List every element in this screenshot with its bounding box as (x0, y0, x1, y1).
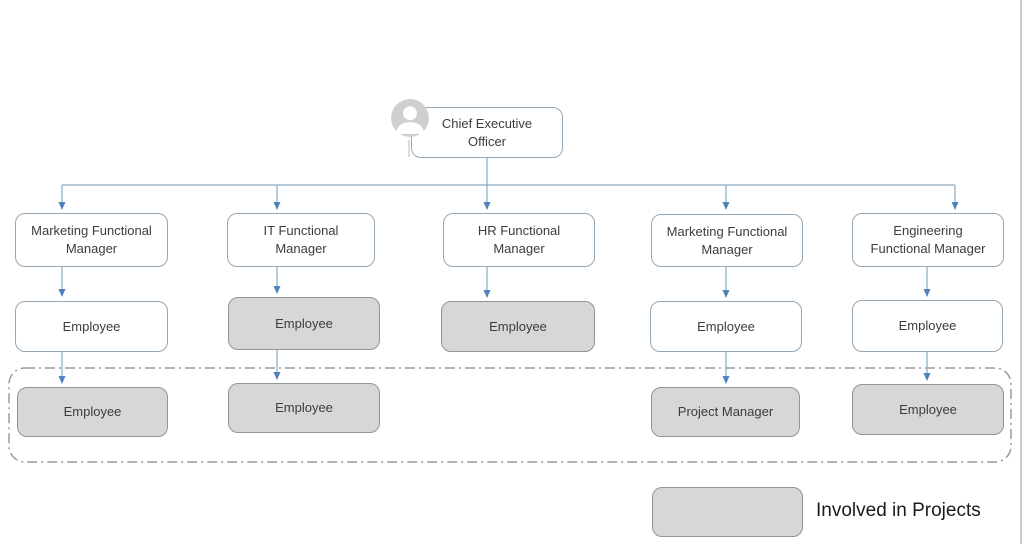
node-employee-l2-it: Employee (228, 297, 380, 350)
node-employee-l3-it: Employee (228, 383, 380, 433)
node-employee-l2-hr: Employee (441, 301, 595, 352)
legend-swatch (652, 487, 803, 537)
node-employee-l3-marketing-1: Employee (17, 387, 168, 437)
node-manager-marketing-2: Marketing Functional Manager (651, 214, 803, 267)
person-avatar-icon (391, 98, 429, 138)
node-manager-marketing-1: Marketing Functional Manager (15, 213, 168, 267)
projects-dashed-region (8, 367, 1012, 463)
node-manager-hr: HR Functional Manager (443, 213, 595, 267)
node-employee-l2-marketing-2: Employee (650, 301, 802, 352)
node-employee-l2-engineering: Employee (852, 300, 1003, 352)
node-employee-l3-engineering: Employee (852, 384, 1004, 435)
node-employee-l2-marketing-1: Employee (15, 301, 168, 352)
node-manager-it: IT Functional Manager (227, 213, 375, 267)
node-manager-engineering: Engineering Functional Manager (852, 213, 1004, 267)
legend-label: Involved in Projects (816, 500, 981, 521)
frame-border-right (1020, 0, 1022, 544)
node-chief-executive-officer: Chief Executive Officer (411, 107, 563, 158)
node-project-manager: Project Manager (651, 387, 800, 437)
